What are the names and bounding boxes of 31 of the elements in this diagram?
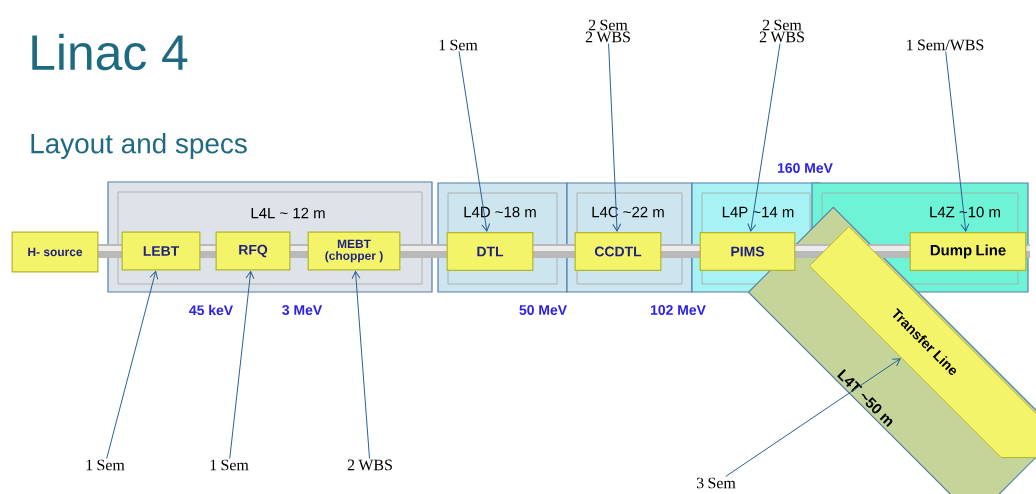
component-box: Dump Line <box>909 231 1027 272</box>
annotation-text: 1 Sem <box>86 459 125 471</box>
arrow <box>229 271 255 459</box>
arrow <box>106 271 159 459</box>
component-box: RFQ <box>215 231 291 271</box>
annotation-text: 3 Sem <box>696 477 736 489</box>
component-box: LEBT <box>121 231 201 271</box>
annotation-text: 2 WBS <box>347 459 392 471</box>
energy-label: 50 MeV <box>519 305 567 315</box>
title: Linac 4 <box>32 33 188 71</box>
energy-label: 160 MeV <box>777 163 833 173</box>
annotation-text: 1 Sem <box>439 39 478 51</box>
arrow <box>458 51 491 232</box>
energy-label: 102 MeV <box>650 305 706 315</box>
annotation-text: 1 Sem/WBS <box>907 39 984 51</box>
arrow <box>725 358 901 477</box>
energy-label: 45 keV <box>189 304 233 316</box>
annotation-text: 2 Sem 2 WBS <box>759 19 804 43</box>
component-box: H- source <box>11 231 99 273</box>
annotation-text: 1 Sem <box>210 459 249 471</box>
arrow <box>747 43 781 232</box>
arrow <box>945 51 970 232</box>
component-box: DTL <box>446 231 534 272</box>
arrow <box>608 43 622 232</box>
subtitle: Layout and specs <box>31 133 247 159</box>
component-box: PIMS <box>699 231 796 272</box>
arrow <box>351 271 370 459</box>
component-box: MEBT (chopper ) <box>307 231 401 271</box>
energy-label: 3 MeV <box>282 305 323 315</box>
component-box: CCDTL <box>574 231 662 272</box>
annotation-text: 2 Sem 2 WBS <box>585 19 630 43</box>
